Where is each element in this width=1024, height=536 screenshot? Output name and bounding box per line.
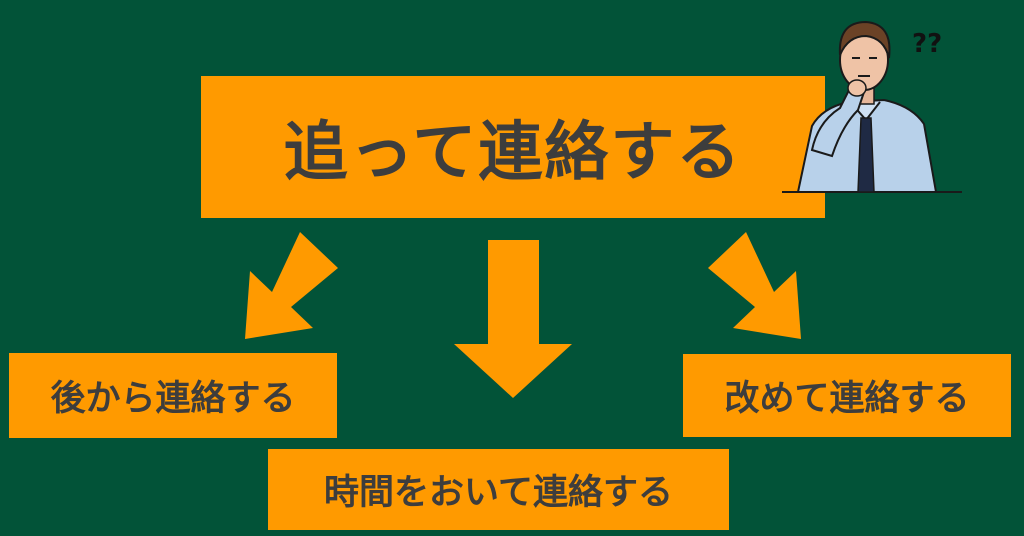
option-box-later: 後から連絡する [9, 353, 337, 438]
main-phrase-label: 追って連絡する [283, 116, 743, 190]
option-label-again: 改めて連絡する [724, 379, 970, 419]
option-box-after-time: 時間をおいて連絡する [268, 449, 729, 530]
arrow-down-left-icon [245, 232, 338, 339]
arrow-down-right-icon [708, 232, 801, 339]
main-phrase-box: 追って連絡する [201, 76, 825, 218]
arrow-down-icon [454, 240, 572, 398]
option-label-after-time: 時間をおいて連絡する [324, 473, 673, 513]
option-box-again: 改めて連絡する [683, 354, 1011, 437]
thought-question-marks: ?? [912, 29, 942, 59]
option-label-later: 後から連絡する [50, 379, 296, 419]
